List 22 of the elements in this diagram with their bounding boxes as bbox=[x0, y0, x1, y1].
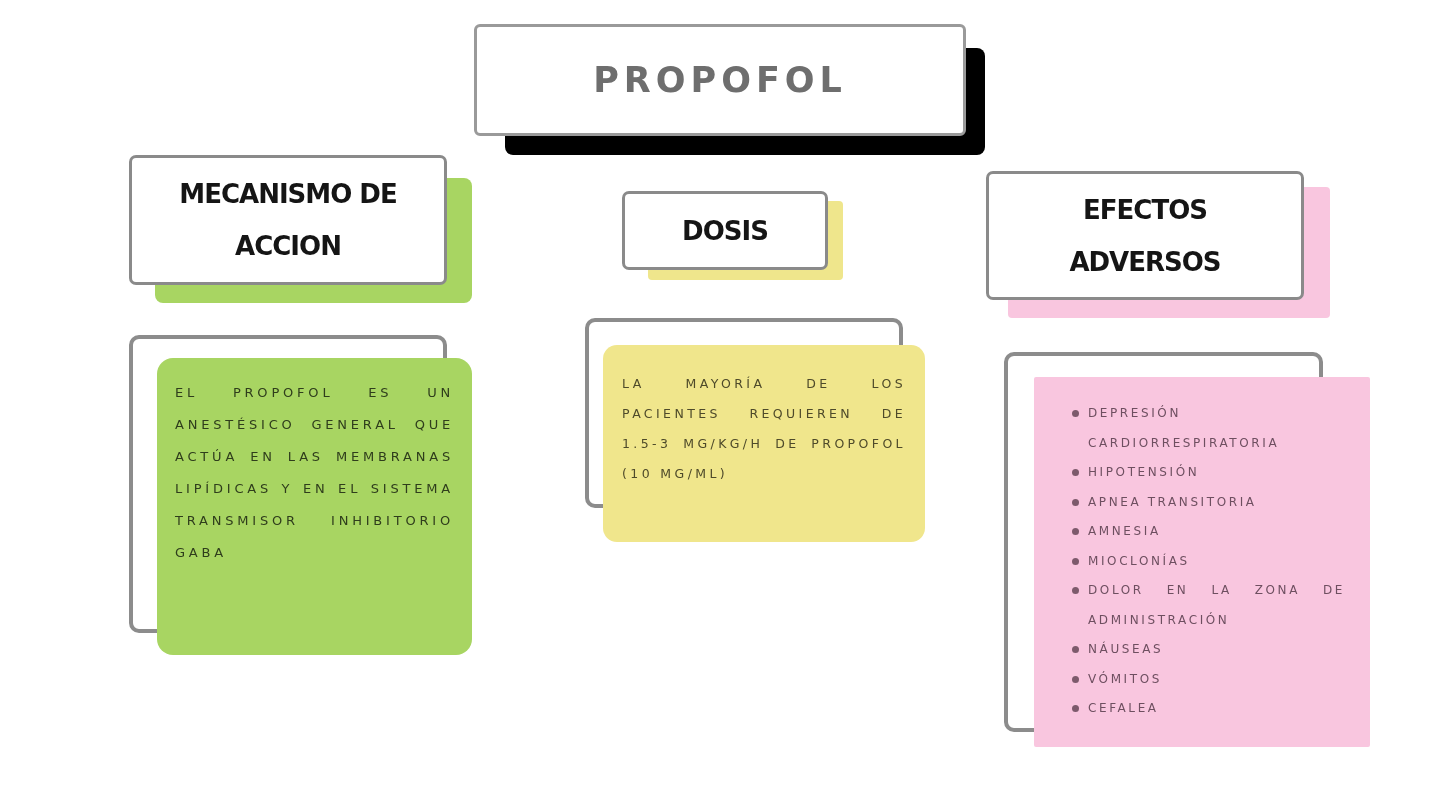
list-item-text: MIOCLONÍAS bbox=[1088, 552, 1191, 570]
title-text: PROPOFOL bbox=[592, 60, 848, 100]
list-item-text: CEFALEA bbox=[1088, 700, 1160, 717]
text-card bbox=[157, 358, 472, 655]
card-text: LA MAYORÍA DE LOS PACIENTES REQUIEREN DE 1.5-3 MG/KG/H DE PROPOFOL (10 MG/ML) bbox=[622, 375, 906, 483]
list-item-text: NÁUSEAS bbox=[1088, 640, 1165, 658]
heading-text: MECANISMO DE ACCION bbox=[178, 178, 398, 263]
text-card bbox=[603, 345, 925, 542]
list-item-text: DEPRESIÓN CARDIORRESPIRATORIA bbox=[1088, 404, 1281, 452]
list-item-text: AMNESIA bbox=[1088, 523, 1162, 540]
list-item-text: HIPOTENSIÓN bbox=[1088, 463, 1201, 481]
heading-box bbox=[129, 155, 447, 285]
list-item-text: DOLOR EN LA ZONA DE ADMINISTRACIÓN bbox=[1088, 582, 1345, 629]
list-card bbox=[1034, 377, 1370, 747]
heading-text: DOSIS bbox=[681, 214, 769, 248]
heading-box bbox=[622, 191, 828, 270]
list-item-text: APNEA TRANSITORIA bbox=[1088, 493, 1258, 511]
heading-box bbox=[986, 171, 1304, 300]
card-text: EL PROPOFOL ES UN ANESTÉSICO GENERAL QUE ACTÚA EN LAS MEMBRANAS LIPÍDICAS Y EN EL SISTEMA TRANSMISOR INHIBITORIO GABA bbox=[175, 384, 454, 562]
list-item-text: VÓMITOS bbox=[1088, 670, 1163, 688]
heading-text: EFECTOS ADVERSOS bbox=[1068, 193, 1222, 279]
title-box bbox=[474, 24, 966, 136]
